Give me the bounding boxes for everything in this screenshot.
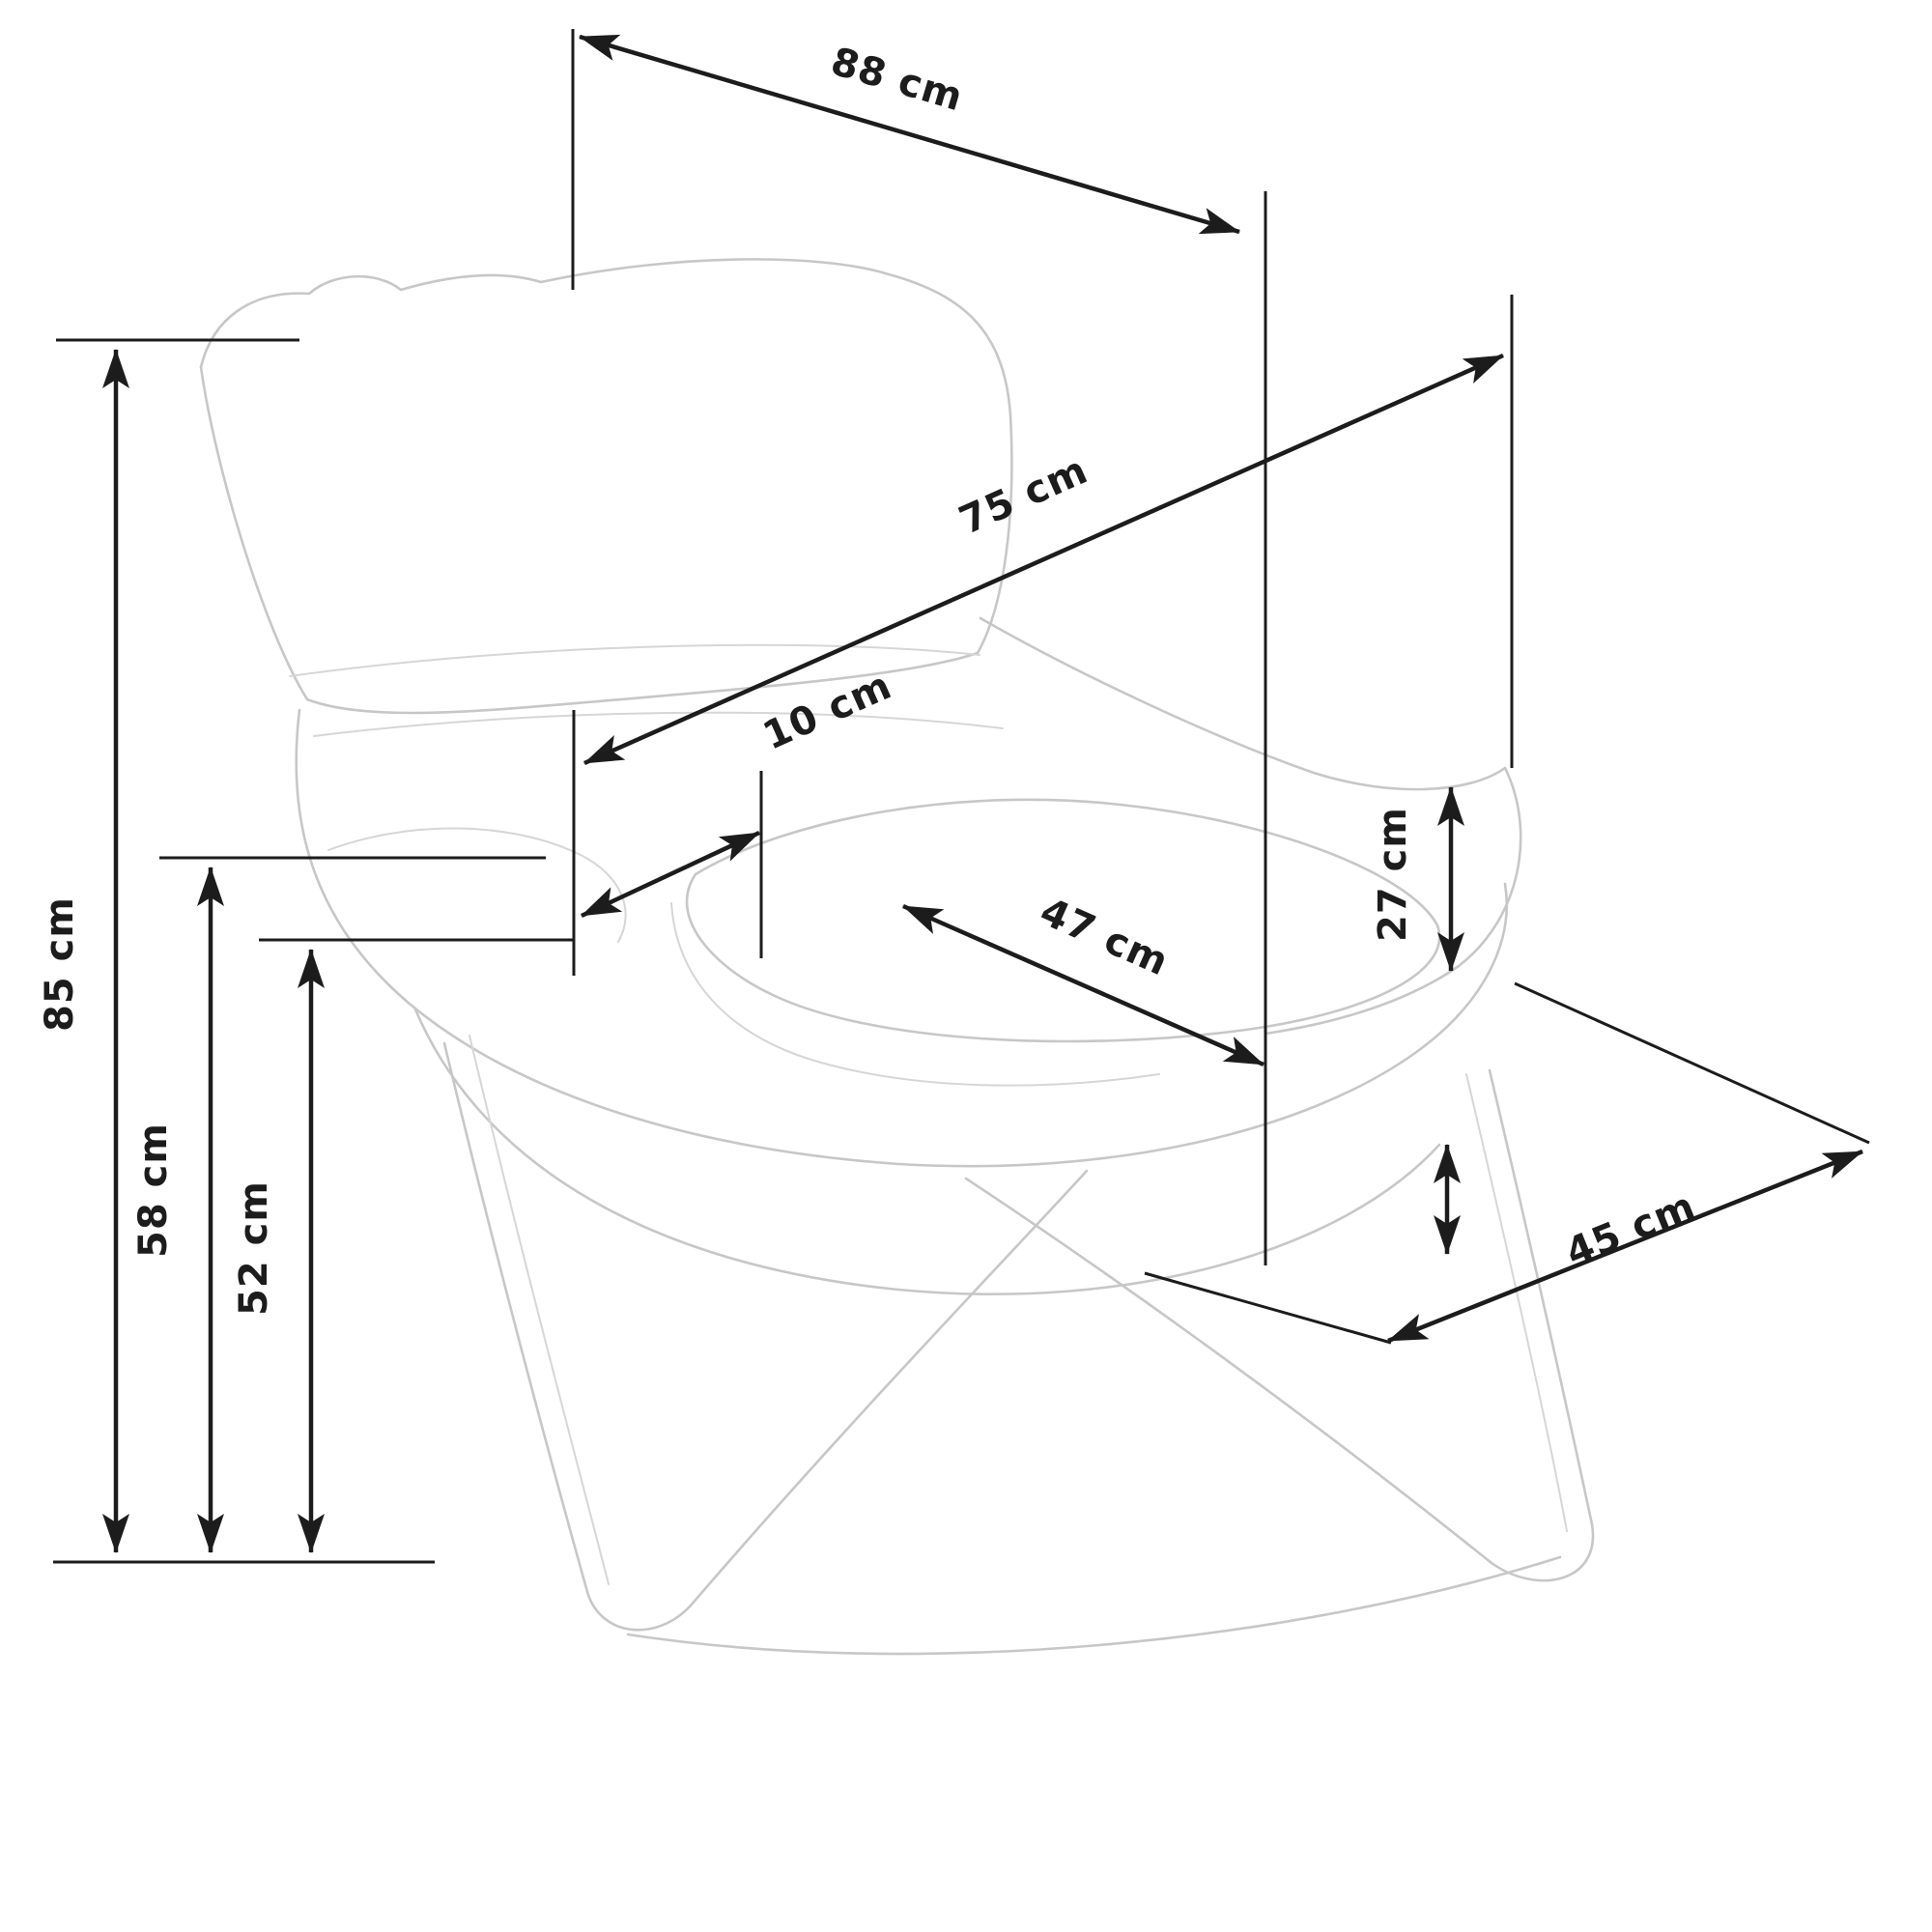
chair-back-left-edge xyxy=(199,365,309,701)
dimension-label-85cm: 85 cm xyxy=(38,896,82,1032)
dimension-label-45cm: 45 cm xyxy=(1560,1183,1702,1275)
chair-base-left-foot xyxy=(585,1590,693,1632)
dimension-arrow-47cm xyxy=(902,903,1264,1067)
chair-base-right-leg xyxy=(1488,1068,1594,1526)
chair-base-bottom-rail xyxy=(626,1555,1562,1656)
chair-shell-rim xyxy=(295,708,1509,1168)
chair-base-left-leg-inner xyxy=(469,1035,610,1585)
dimension-label-88cm: 88 cm xyxy=(826,40,968,121)
dimension-label-58cm: 58 cm xyxy=(131,1122,176,1258)
extension-line-45cm-left xyxy=(1144,1271,1392,1345)
chair-base-right-cross xyxy=(964,1177,1493,1565)
chair-back-outline xyxy=(199,258,1013,655)
dimension-arrow-75cm xyxy=(583,353,1504,766)
chair-seat-front-roll xyxy=(670,902,1160,1087)
chair-sketch xyxy=(199,258,1595,1656)
chair-base-left-cross xyxy=(689,1169,1089,1607)
chair-armrest-top xyxy=(979,616,1507,791)
chair-left-fold xyxy=(327,827,627,943)
dimension-label-52cm: 52 cm xyxy=(232,1180,276,1316)
dimension-label-75cm: 75 cm xyxy=(952,448,1094,544)
dimension-arrow-10cm xyxy=(581,830,760,919)
chair-base-left-leg xyxy=(442,1041,589,1594)
dimension-label-27cm: 27 cm xyxy=(1371,807,1415,942)
extension-line-45cm-right xyxy=(1514,981,1870,1145)
dimension-annotations: 88 cm 75 cm 10 cm 47 cm 27 cm 45 cm xyxy=(38,29,1870,1564)
dimension-arrow-45cm xyxy=(1387,1149,1863,1344)
dimension-arrow-88cm xyxy=(579,34,1240,235)
chair-shell-bottom xyxy=(413,1008,1441,1295)
chair-seat-cushion xyxy=(685,798,1441,1043)
